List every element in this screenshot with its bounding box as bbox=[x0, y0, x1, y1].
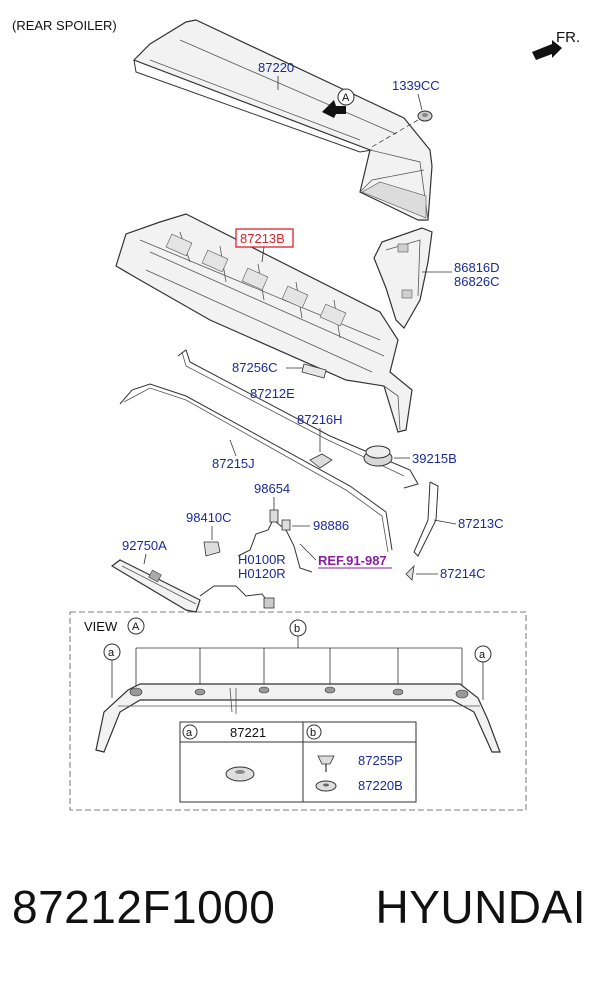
inner-panel-87213b bbox=[115, 213, 413, 433]
callout-87214c: 87214C bbox=[440, 566, 486, 581]
cap-39215b bbox=[363, 445, 393, 467]
pad-87256c bbox=[301, 363, 327, 379]
direction-label: FR. bbox=[556, 29, 580, 46]
callout-39215b: 39215B bbox=[412, 451, 457, 466]
view-letter-circle bbox=[127, 617, 145, 635]
legend-table bbox=[179, 721, 417, 803]
callout-h0100r: H0100R bbox=[238, 552, 286, 567]
legend-a-part: 87221 bbox=[230, 725, 266, 740]
highlight-box bbox=[235, 228, 294, 248]
hose-joint-98654 bbox=[269, 509, 279, 523]
callout-86826c: 86826C bbox=[454, 274, 500, 289]
direction-arrow-icon bbox=[532, 40, 562, 60]
view-label: VIEW bbox=[84, 619, 118, 634]
nozzle-98410c bbox=[203, 541, 221, 557]
marker-a-left-letter: a bbox=[108, 647, 115, 659]
view-letter: A bbox=[132, 621, 140, 633]
seal-87215j bbox=[119, 383, 393, 551]
cap-87220b-icon bbox=[315, 780, 337, 792]
legend-a-circle bbox=[182, 724, 198, 740]
view-a-arrow-icon bbox=[322, 100, 346, 118]
lamp-wire bbox=[199, 585, 269, 603]
footer: 87212F1000 HYUNDAI bbox=[0, 880, 600, 950]
marker-a-right-letter: a bbox=[479, 649, 486, 661]
seal-87212e bbox=[177, 349, 419, 489]
callout-86816d: 86816D bbox=[454, 260, 500, 275]
view-a-circle bbox=[337, 88, 355, 106]
callout-87213c: 87213C bbox=[458, 516, 504, 531]
legend-b-part-2: 87220B bbox=[358, 778, 403, 793]
section-title: (REAR SPOILER) bbox=[12, 18, 117, 33]
clip-1339cc bbox=[417, 110, 433, 122]
callout-h0120r: H0120R bbox=[238, 566, 286, 581]
lamp-connector bbox=[263, 597, 275, 609]
callout-87212e: 87212E bbox=[250, 386, 295, 401]
callout-98886: 98886 bbox=[313, 518, 349, 533]
callout-92750a: 92750A bbox=[122, 538, 167, 553]
washer-87221-icon bbox=[225, 766, 255, 782]
callout-98654: 98654 bbox=[254, 481, 290, 496]
view-a-panel bbox=[95, 683, 501, 753]
check-valve-98886 bbox=[281, 519, 291, 531]
rear-spoiler bbox=[132, 19, 433, 221]
callout-87220: 87220 bbox=[258, 60, 294, 75]
callout-87213b[interactable]: 87213B bbox=[240, 231, 285, 246]
grommet-87216h bbox=[309, 453, 333, 469]
view-a-frame bbox=[69, 611, 527, 811]
high-mount-stop-lamp bbox=[110, 559, 201, 613]
marker-b-top-letter: b bbox=[294, 623, 300, 635]
callout-87256c: 87256C bbox=[232, 360, 278, 375]
callout-87216h: 87216H bbox=[297, 412, 343, 427]
push-pin-87255p-icon bbox=[317, 755, 335, 772]
end-clip-87214c bbox=[405, 564, 415, 581]
callout-98410c: 98410C bbox=[186, 510, 232, 525]
view-a-letter-callout: A bbox=[342, 92, 350, 104]
callout-87215j: 87215J bbox=[212, 456, 255, 471]
legend-b-part-1: 87255P bbox=[358, 753, 403, 768]
trim-strip-87213c bbox=[413, 481, 439, 557]
legend-a-letter: a bbox=[186, 727, 193, 739]
legend-b-circle bbox=[306, 724, 322, 740]
footer-brand: HYUNDAI bbox=[375, 881, 586, 933]
footer-part-number: 87212F1000 bbox=[12, 881, 276, 933]
legend-b-letter: b bbox=[310, 727, 316, 739]
ref-link[interactable]: REF.91-987 bbox=[318, 553, 387, 568]
diagram-canvas: (REAR SPOILER) FR. 87220 A 1339CC 872 bbox=[12, 18, 580, 811]
callout-1339cc: 1339CC bbox=[392, 78, 440, 93]
side-bracket bbox=[373, 227, 433, 329]
